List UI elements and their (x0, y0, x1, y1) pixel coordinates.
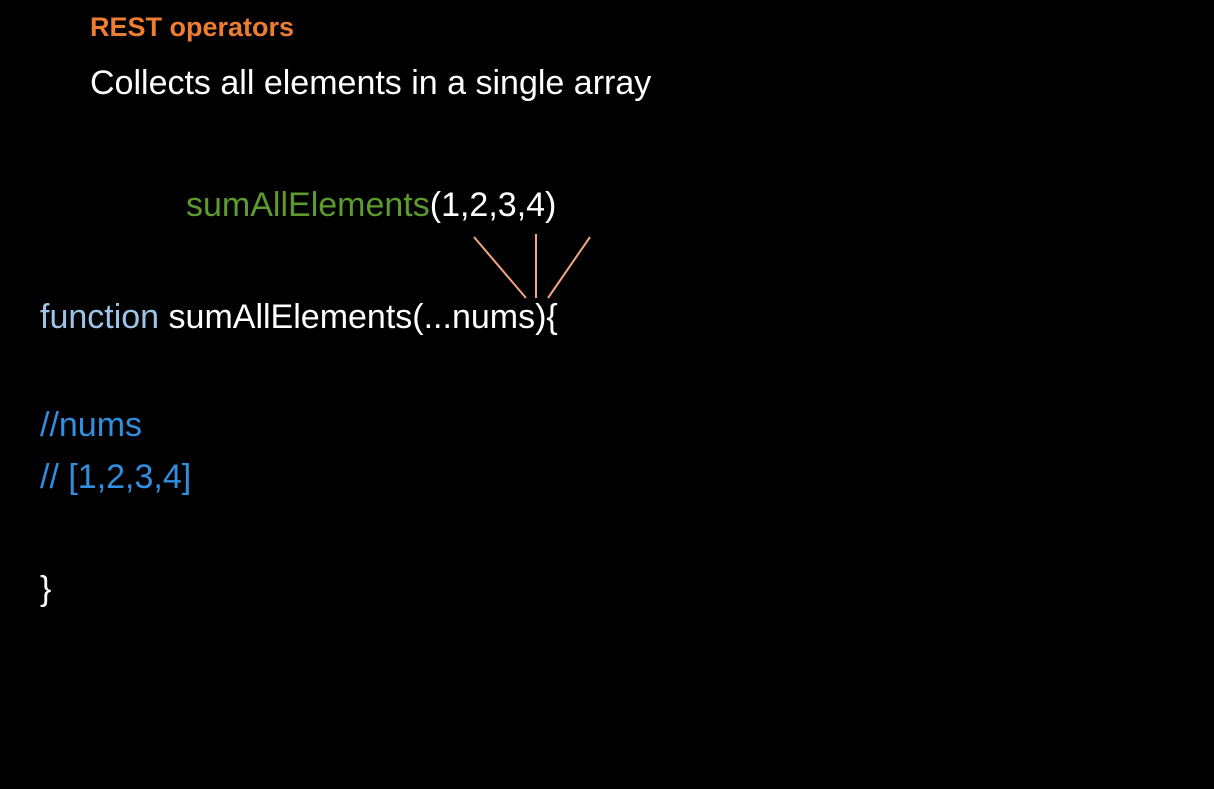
comment-array-value: // [1,2,3,4] (40, 458, 192, 496)
slide-subtitle: Collects all elements in a single array (90, 64, 652, 102)
connector-line-left (473, 236, 527, 299)
comment-nums: //nums (40, 406, 143, 444)
slide-title: REST operators (90, 12, 295, 42)
function-call-line: sumAllElements(1,2,3,4) (186, 186, 556, 225)
function-keyword: function (40, 298, 160, 336)
closing-brace: } (40, 570, 52, 608)
connector-line-right (547, 236, 591, 299)
function-call-args: (1,2,3,4) (429, 186, 557, 224)
function-signature: sumAllElements(...nums){ (159, 298, 558, 336)
function-call-name: sumAllElements (186, 186, 430, 224)
function-definition-line: function sumAllElements(...nums){ (40, 298, 558, 337)
